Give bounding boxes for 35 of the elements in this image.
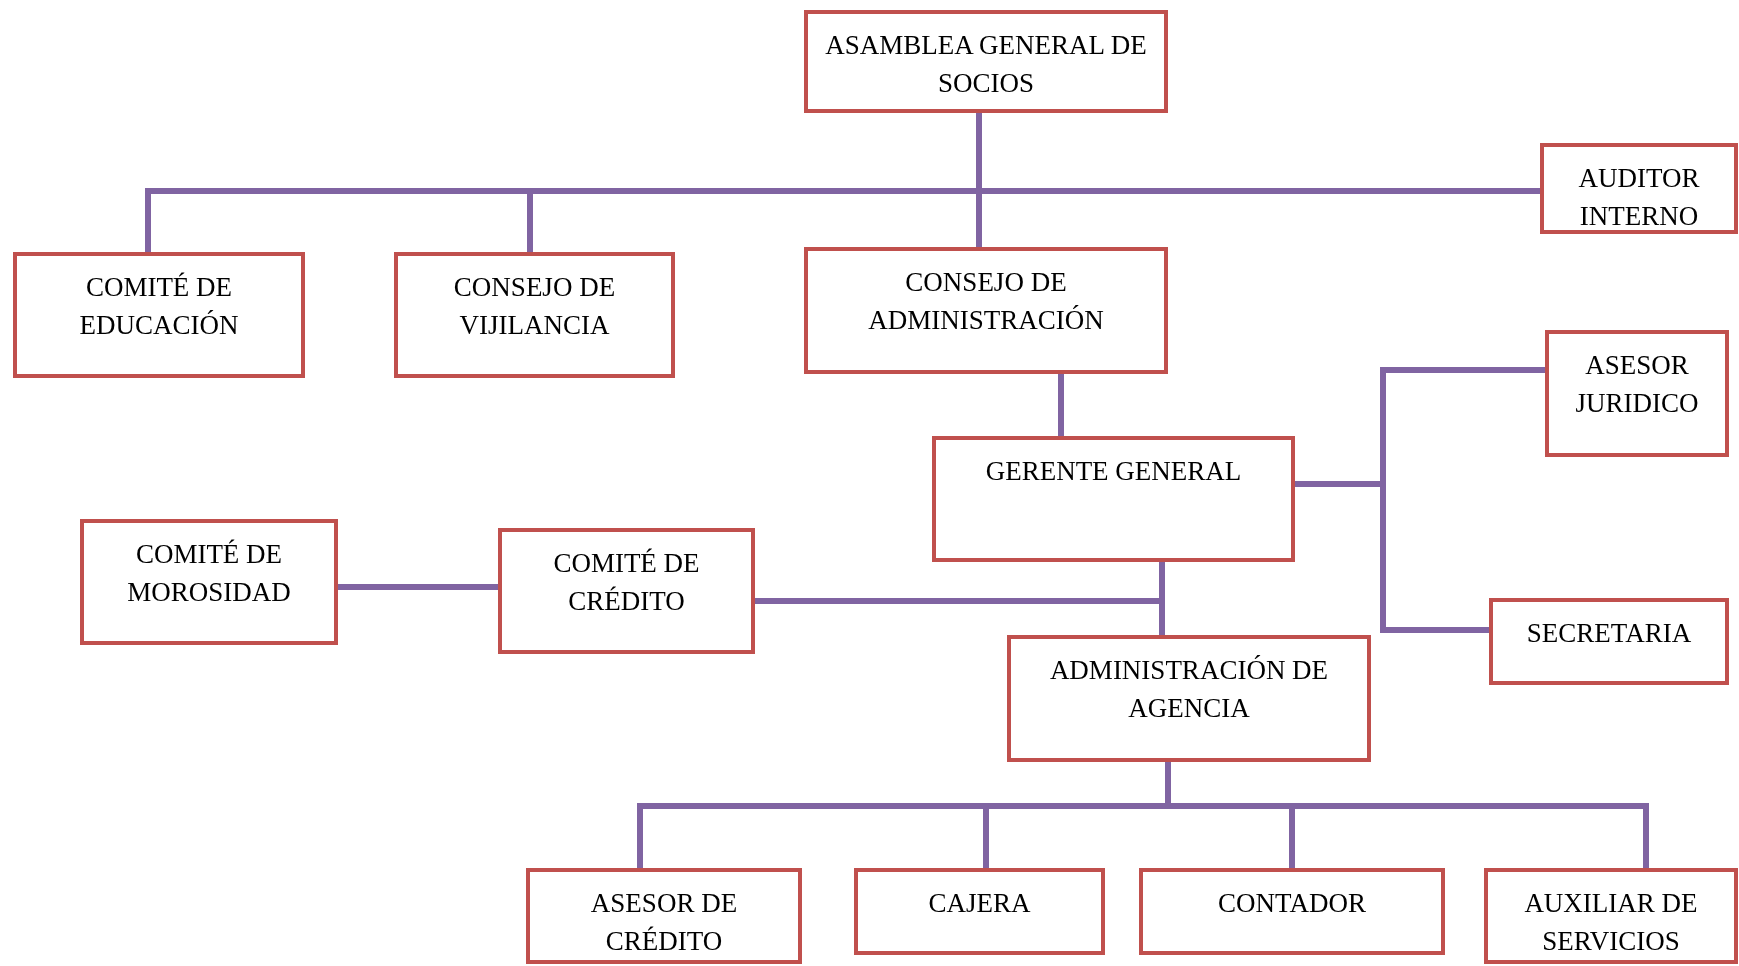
connector-line [338, 584, 498, 590]
position-title: CONTADOR [1217, 887, 1367, 920]
connector-line [1058, 374, 1064, 436]
position-title: GERENTE GENERAL [984, 455, 1243, 488]
position-title: CAJERA [927, 887, 1032, 920]
position-title: COMITÉ DE MOROSIDAD [126, 538, 292, 609]
org-box [1545, 330, 1729, 457]
position-title: ASAMBLEA GENERAL DE SOCIOS [824, 29, 1148, 100]
org-box [804, 10, 1168, 113]
org-box [854, 868, 1105, 955]
position-title: SECRETARIA [1525, 617, 1693, 650]
position-title: ASESOR JURIDICO [1574, 349, 1700, 420]
org-box [13, 252, 305, 378]
position-title: COMITÉ DE CRÉDITO [552, 547, 701, 618]
connector-line [1295, 481, 1489, 633]
org-box [1139, 868, 1445, 955]
org-box [498, 528, 755, 654]
position-title: AUDITOR INTERNO [1577, 162, 1701, 233]
position-title: AUXILIAR DE SERVICIOS [1523, 887, 1699, 958]
org-box [1007, 635, 1371, 762]
connector-line [1165, 762, 1649, 868]
position-title: ADMINISTRACIÓN DE AGENCIA [1048, 654, 1330, 725]
org-box [1540, 143, 1738, 234]
org-box [80, 519, 338, 645]
org-box [1484, 868, 1738, 964]
position-title: CONSEJO DE VIJILANCIA [452, 271, 617, 342]
position-title: CONSEJO DE ADMINISTRACIÓN [867, 266, 1105, 337]
org-box [1489, 598, 1729, 685]
connector-line [755, 562, 1165, 604]
position-title: ASESOR DE CRÉDITO [589, 887, 739, 958]
org-box [526, 868, 802, 964]
position-title: COMITÉ DE EDUCACIÓN [78, 271, 240, 342]
org-box [932, 436, 1295, 562]
org-box [804, 247, 1168, 374]
org-box [394, 252, 675, 378]
